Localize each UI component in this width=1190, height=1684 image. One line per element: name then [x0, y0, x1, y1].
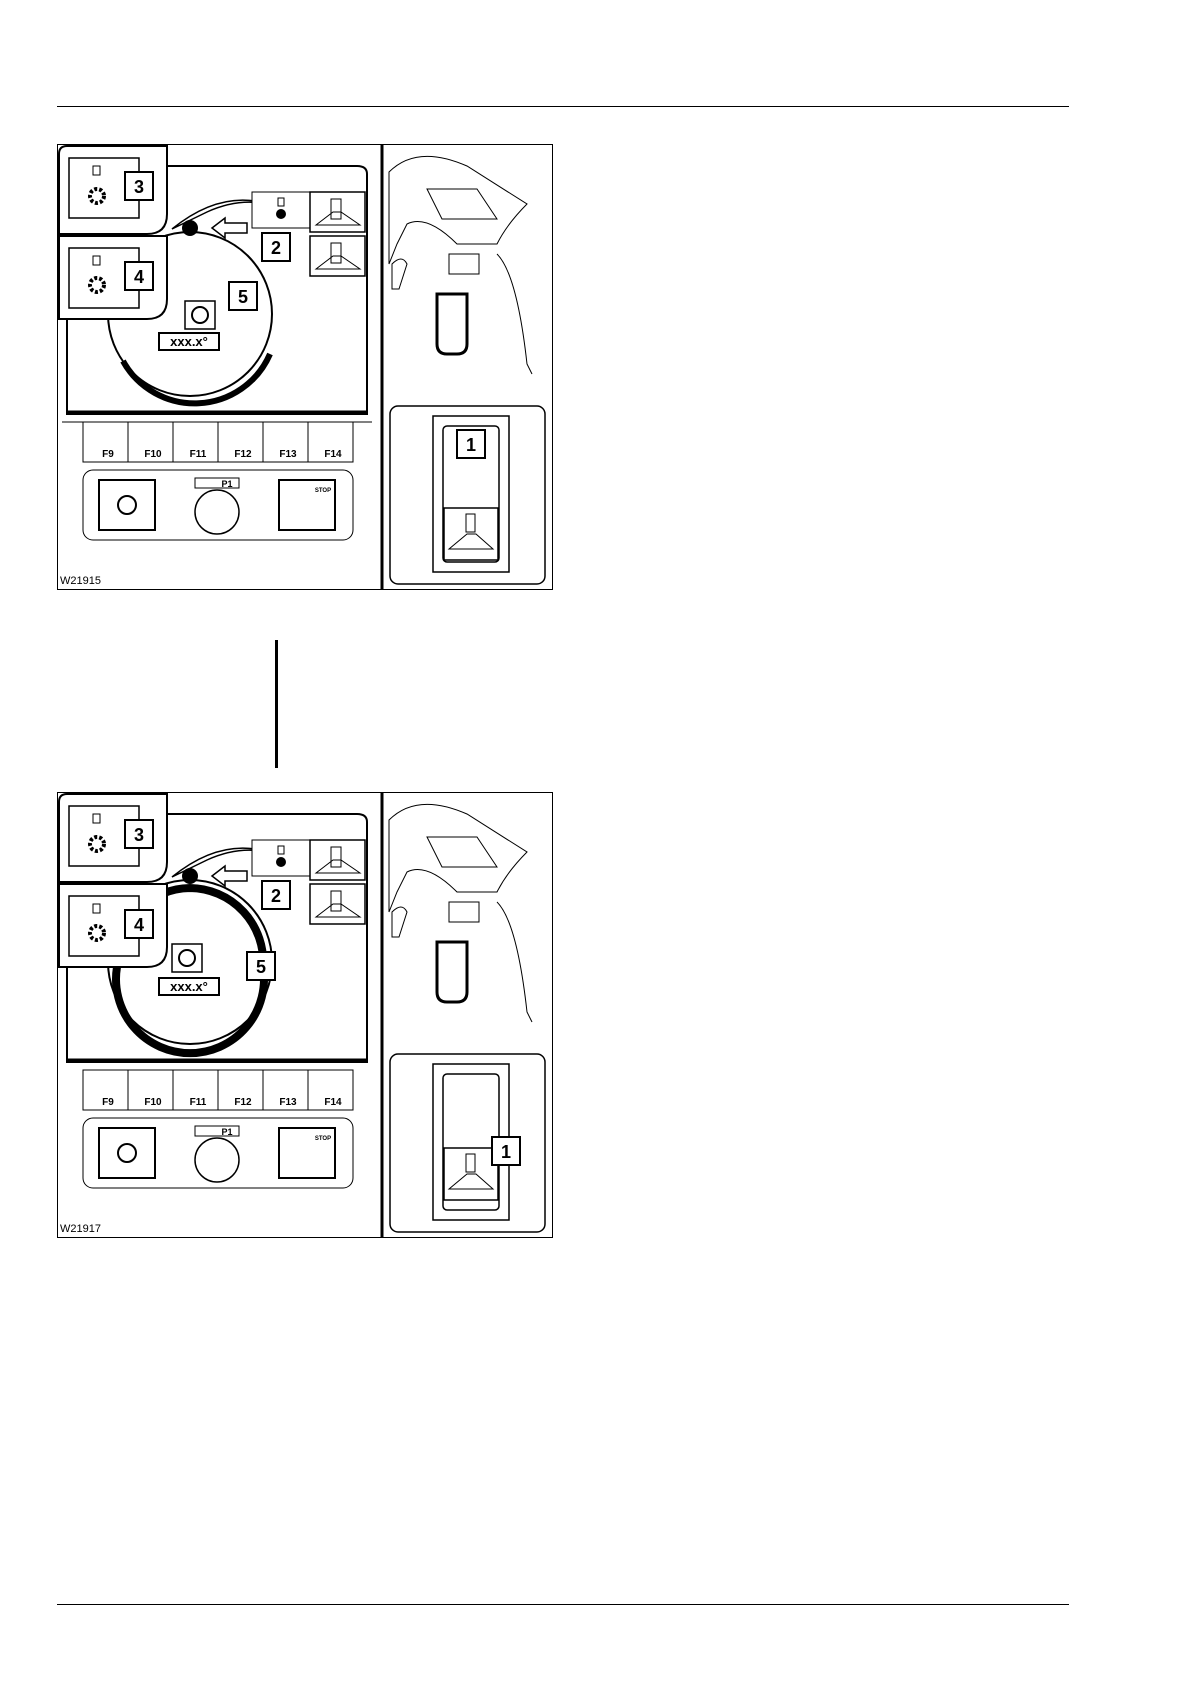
svg-text:F11: F11 — [190, 1097, 207, 1108]
callout-5: 5 — [229, 282, 257, 310]
svg-text:2: 2 — [271, 886, 281, 906]
svg-text:4: 4 — [134, 915, 144, 935]
change-bar — [275, 640, 278, 768]
svg-text:F14: F14 — [324, 1097, 342, 1108]
callout-3: 3 — [125, 820, 153, 848]
svg-text:F13: F13 — [279, 449, 297, 460]
function-key-row: F9 F10 F11 F12 F13 F14 — [83, 422, 353, 462]
readout-text: xxx.x° — [170, 979, 208, 994]
slew-button[interactable] — [99, 1128, 155, 1178]
callout-2: 2 — [262, 881, 290, 909]
hook-icon-2 — [252, 840, 310, 876]
svg-text:4: 4 — [134, 267, 144, 287]
figure-1-drawing: xxx.x° 3 4 2 5 F9 F10 F11 F12 F13 F14 P1… — [57, 144, 553, 590]
callout-4: 4 — [125, 910, 153, 938]
control-panel-lower: P1 STOP — [83, 470, 353, 540]
header-rule — [57, 106, 1069, 107]
svg-text:3: 3 — [134, 177, 144, 197]
svg-text:P1: P1 — [221, 1127, 232, 1137]
svg-text:5: 5 — [238, 287, 248, 307]
svg-text:P1: P1 — [221, 479, 232, 489]
control-panel-lower: P1 STOP — [83, 1118, 353, 1188]
callout-4: 4 — [125, 262, 153, 290]
side-button-upper[interactable] — [310, 192, 365, 232]
svg-text:F10: F10 — [144, 1097, 162, 1108]
figure-2: xxx.x° 3 4 2 5 F9 F10 F11 F12 F13 F14 P1… — [57, 792, 553, 1238]
svg-text:F12: F12 — [234, 449, 252, 460]
p1-knob[interactable] — [195, 1138, 239, 1182]
svg-text:F11: F11 — [190, 449, 207, 460]
readout-text: xxx.x° — [170, 334, 208, 349]
figure-id: W21915 — [60, 575, 101, 587]
svg-text:5: 5 — [256, 957, 266, 977]
callout-3: 3 — [125, 172, 153, 200]
svg-text:3: 3 — [134, 825, 144, 845]
figure-2-drawing: xxx.x° 3 4 2 5 F9 F10 F11 F12 F13 F14 P1… — [57, 792, 553, 1238]
svg-text:1: 1 — [501, 1142, 511, 1162]
p1-knob[interactable] — [195, 490, 239, 534]
svg-text:F13: F13 — [279, 1097, 297, 1108]
side-button-upper[interactable] — [310, 840, 365, 880]
callout-5: 5 — [247, 952, 275, 980]
footer-rule — [57, 1604, 1069, 1605]
svg-text:STOP: STOP — [315, 488, 331, 494]
side-button-lower[interactable] — [310, 884, 365, 924]
status-lamp — [182, 220, 198, 236]
svg-text:2: 2 — [271, 238, 281, 258]
figure-id: W21917 — [60, 1223, 101, 1235]
callout-2: 2 — [262, 233, 290, 261]
status-lamp — [182, 868, 198, 884]
svg-text:F9: F9 — [102, 1097, 114, 1108]
side-button-lower[interactable] — [310, 236, 365, 276]
callout-1: 1 — [492, 1137, 520, 1165]
function-key-row: F9 F10 F11 F12 F13 F14 — [83, 1070, 353, 1110]
slew-button[interactable] — [99, 480, 155, 530]
svg-text:F9: F9 — [102, 449, 114, 460]
svg-text:F12: F12 — [234, 1097, 252, 1108]
svg-text:1: 1 — [466, 435, 476, 455]
svg-text:F10: F10 — [144, 449, 162, 460]
figure-1: xxx.x° 3 4 2 5 F9 F10 F11 F12 F13 F14 P1… — [57, 144, 553, 590]
svg-text:STOP: STOP — [315, 1136, 331, 1142]
hook-icon-2 — [252, 192, 310, 228]
callout-1: 1 — [457, 430, 485, 458]
svg-text:F14: F14 — [324, 449, 342, 460]
